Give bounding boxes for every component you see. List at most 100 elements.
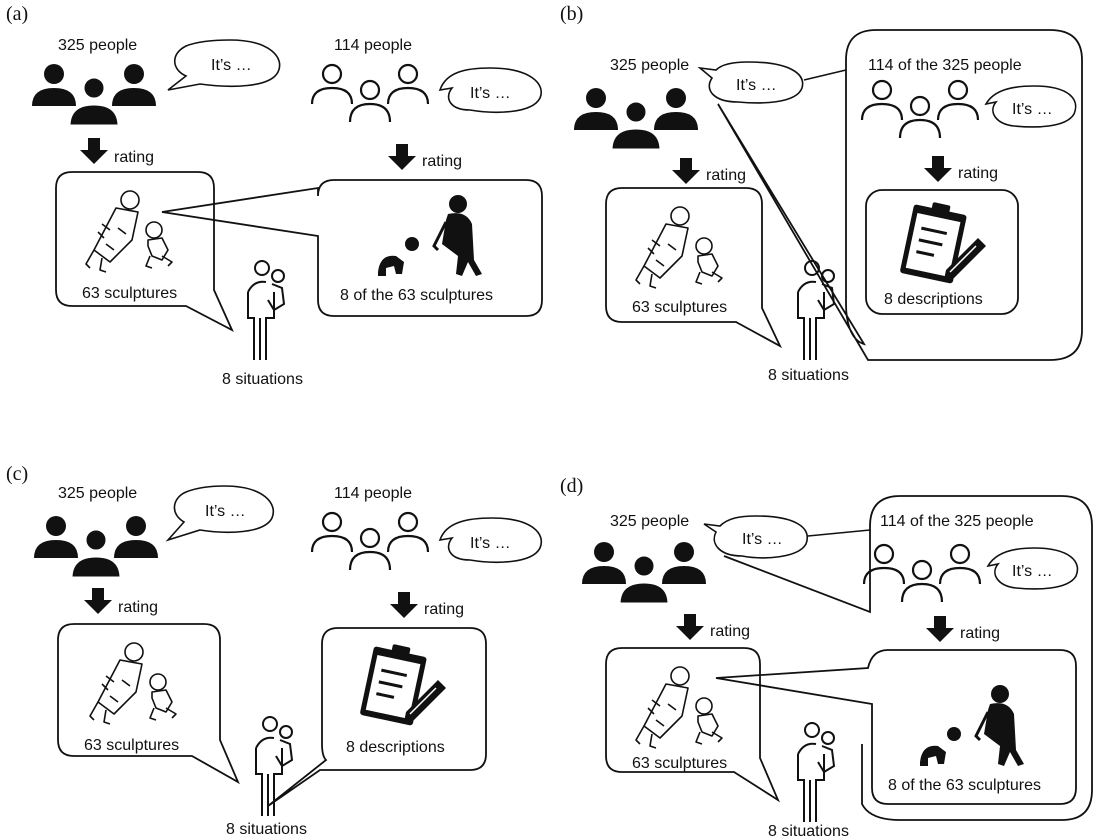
bubble-text: It’s … xyxy=(470,85,511,102)
rating-label: rating xyxy=(422,153,462,170)
clipboard-icon xyxy=(898,200,988,286)
people-filled-icon xyxy=(32,514,160,580)
mother-child-icon xyxy=(797,260,835,361)
down-arrow-icon xyxy=(924,156,952,182)
down-arrow-icon xyxy=(390,592,418,618)
rating-label: rating xyxy=(706,167,746,184)
left-people-group: 325 people xyxy=(572,57,700,152)
down-arrow-icon xyxy=(388,144,416,170)
box-label: 63 sculptures xyxy=(632,299,727,316)
down-arrow-icon xyxy=(80,138,108,164)
people-filled-icon xyxy=(580,540,708,606)
bubble-text: It’s … xyxy=(205,503,246,520)
rating-label: rating xyxy=(958,165,998,182)
panel-label: (c) xyxy=(6,463,28,485)
right-group-label: 114 of the 325 people xyxy=(868,57,1022,74)
down-arrow-icon xyxy=(676,614,704,640)
left-content-box: 63 sculptures xyxy=(57,623,240,785)
right-group-label: 114 of the 325 people xyxy=(880,513,1034,530)
bubble-text: It’s … xyxy=(1012,101,1053,118)
mother-child-icon xyxy=(247,260,285,361)
right-people-group: 114 people xyxy=(310,485,430,572)
rating-label: rating xyxy=(710,623,750,640)
box-label: 63 sculptures xyxy=(84,737,179,754)
enclosing-bubble xyxy=(723,495,1093,821)
sculpture-icon xyxy=(635,666,723,749)
people-filled-icon xyxy=(30,62,158,128)
box-label: 8 descriptions xyxy=(346,739,445,756)
bubble-text: It’s … xyxy=(1012,563,1053,580)
left-people-group: 325 people xyxy=(30,37,158,128)
bubble-text: It’s … xyxy=(470,535,511,552)
bubble-text: It’s … xyxy=(742,531,783,548)
right-people-group: 114 of the 325 people xyxy=(862,513,1034,604)
crawling-baby-icon xyxy=(376,193,484,278)
right-speech-bubble: It’s … xyxy=(984,85,1077,128)
sculpture-icon xyxy=(89,642,177,725)
left-group-label: 325 people xyxy=(610,57,689,74)
bubble-text: It’s … xyxy=(211,57,252,74)
bubble-text: It’s … xyxy=(736,77,777,94)
people-outline-icon xyxy=(310,511,430,572)
left-group-label: 325 people xyxy=(610,513,689,530)
right-speech-bubble: It’s … xyxy=(438,67,542,114)
left-group-label: 325 people xyxy=(58,485,137,502)
right-speech-bubble: It’s … xyxy=(986,547,1079,590)
panel-label: (d) xyxy=(560,475,583,497)
people-outline-icon xyxy=(310,63,430,124)
left-speech-bubble: It’s … xyxy=(167,39,281,91)
box-label: 8 descriptions xyxy=(884,291,983,308)
left-content-box: 63 sculptures xyxy=(605,647,780,803)
right-group-label: 114 people xyxy=(334,485,412,502)
mother-child-icon xyxy=(255,716,293,817)
sculpture-icon xyxy=(635,206,723,289)
situations-label: 8 situations xyxy=(768,367,849,384)
situations: 8 situations xyxy=(768,260,849,384)
panel-d: (d) 325 people It’s … rating 63 sculptur… xyxy=(560,475,1093,839)
people-outline-icon xyxy=(860,79,980,140)
situations: 8 situations xyxy=(768,722,849,839)
right-content-box: 8 descriptions xyxy=(267,627,487,807)
mother-child-icon xyxy=(797,722,835,823)
situations-label: 8 situations xyxy=(226,821,307,838)
situations: 8 situations xyxy=(226,716,307,838)
right-group-label: 114 people xyxy=(334,37,412,54)
down-arrow-icon xyxy=(672,158,700,184)
people-filled-icon xyxy=(572,86,700,152)
left-speech-bubble: It’s … xyxy=(697,61,847,104)
rating-label: rating xyxy=(118,599,158,616)
rating-label: rating xyxy=(424,601,464,618)
sculpture-icon xyxy=(85,190,173,273)
situations-label: 8 situations xyxy=(222,371,303,388)
panel-a: (a) 325 people It’s … rating 63 sculptur… xyxy=(6,3,543,388)
right-people-group: 114 people xyxy=(310,37,430,124)
down-arrow-icon xyxy=(84,588,112,614)
box-label: 63 sculptures xyxy=(82,285,177,302)
left-content-box: 63 sculptures xyxy=(55,171,234,332)
box-label: 8 of the 63 sculptures xyxy=(340,287,493,304)
panel-label: (a) xyxy=(6,3,28,25)
situations: 8 situations xyxy=(222,260,303,388)
situations-label: 8 situations xyxy=(768,823,849,839)
box-label: 8 of the 63 sculptures xyxy=(888,777,1041,794)
box-label: 63 sculptures xyxy=(632,755,727,772)
panel-b: (b) 325 people It’s … rating 63 sculptur… xyxy=(560,3,1083,384)
rating-label: rating xyxy=(960,625,1000,642)
down-arrow-icon xyxy=(926,616,954,642)
crawling-baby-icon xyxy=(918,683,1026,768)
right-people-group: 114 of the 325 people xyxy=(860,57,1022,140)
left-content-box: 63 sculptures xyxy=(605,187,782,349)
people-outline-icon xyxy=(862,543,982,604)
clipboard-icon xyxy=(358,642,448,728)
left-speech-bubble: It’s … xyxy=(703,515,871,559)
enclosing-bubble xyxy=(717,29,1083,361)
panel-label: (b) xyxy=(560,3,583,25)
left-people-group: 325 people xyxy=(32,485,160,580)
rating-label: rating xyxy=(114,149,154,166)
right-content-box: 8 of the 63 sculptures xyxy=(161,179,543,317)
left-speech-bubble: It’s … xyxy=(165,485,275,542)
right-speech-bubble: It’s … xyxy=(438,517,543,564)
left-group-label: 325 people xyxy=(58,37,137,54)
right-content-box: 8 of the 63 sculptures xyxy=(715,649,1077,805)
